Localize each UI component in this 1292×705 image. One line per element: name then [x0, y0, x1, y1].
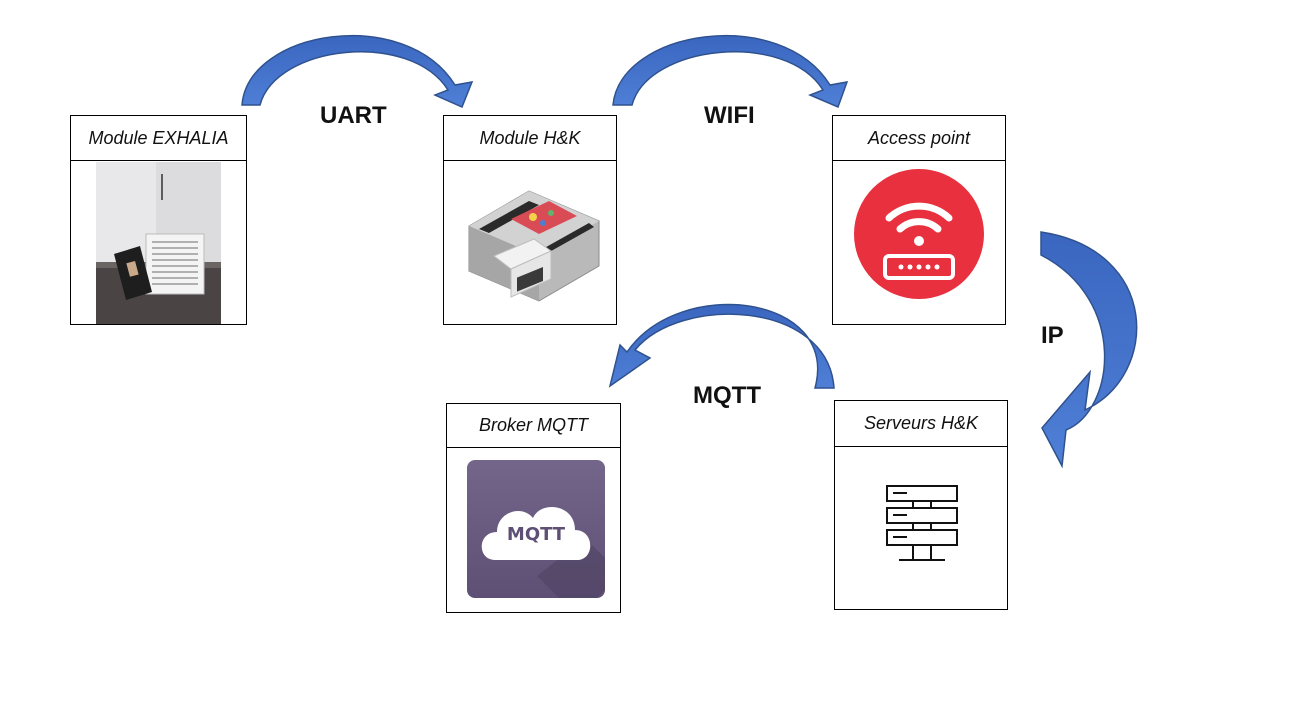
- arrow-wifi: [612, 34, 849, 109]
- mqtt-app-icon: [467, 460, 605, 598]
- edge-label-wifi: WIFI: [704, 102, 755, 129]
- node-module-hk: Module H&K: [443, 115, 617, 325]
- node-title: Access point: [833, 116, 1005, 161]
- router-icon: [854, 169, 984, 299]
- node-title: Module H&K: [444, 116, 616, 161]
- arrow-uart: [241, 34, 474, 109]
- node-access-point: Access point: [832, 115, 1006, 325]
- edge-label-ip: IP: [1041, 322, 1064, 349]
- node-title: Broker MQTT: [447, 404, 620, 448]
- edge-label-mqtt: MQTT: [693, 382, 761, 409]
- mqtt-logo-text: MQTT: [506, 524, 566, 545]
- node-module-exhalia: Module EXHALIA: [70, 115, 247, 325]
- exhalia-device-photo: [96, 162, 221, 324]
- node-title: Serveurs H&K: [835, 401, 1007, 447]
- arrow-ip: [1040, 231, 1138, 469]
- atom-device-image: [468, 190, 600, 302]
- server-rack-icon: [886, 485, 958, 561]
- node-serveurs-hk: Serveurs H&K: [834, 400, 1008, 610]
- node-title: Module EXHALIA: [71, 116, 246, 161]
- node-broker-mqtt: Broker MQTT MQTT: [446, 403, 621, 613]
- arrow-mqtt: [608, 303, 835, 389]
- edge-label-uart: UART: [320, 102, 387, 129]
